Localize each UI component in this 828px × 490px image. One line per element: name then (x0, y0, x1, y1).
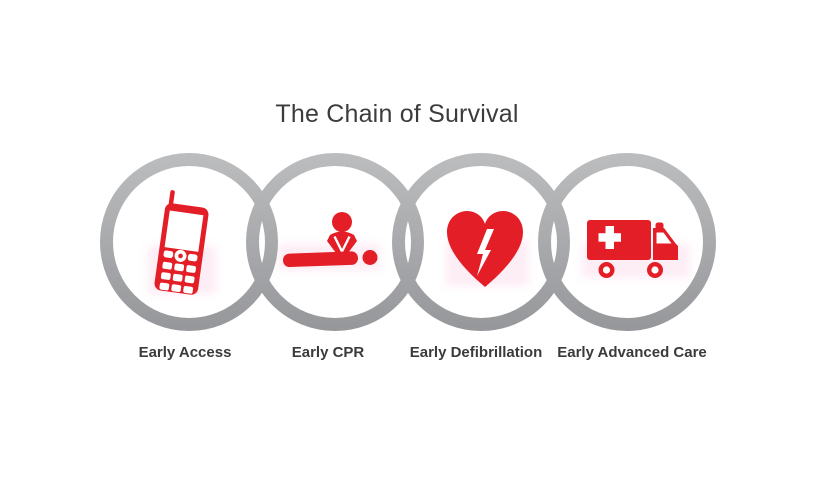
chain-ring-2 (246, 153, 424, 331)
link-label-early-access: Early Access (138, 344, 232, 361)
phone-screen (164, 210, 204, 252)
rescuer-arms (333, 235, 351, 255)
rescuer-head (332, 212, 352, 232)
phone-nav-dot (178, 253, 183, 259)
victim-head (362, 250, 378, 265)
cpr-icon (283, 212, 378, 268)
chain-ring-2-overlap (383, 173, 424, 232)
chain-ring-4 (538, 153, 716, 331)
chain-ring-3-overlap (529, 173, 570, 232)
chain-ring-3 (392, 153, 570, 331)
chain-ring-1 (100, 153, 278, 331)
chain-ring-1-overlap (237, 173, 278, 232)
phone-key (187, 253, 198, 262)
heart-defibrillation-icon (447, 211, 523, 287)
ambulance-beacon (655, 222, 664, 230)
ambulance-windshield (656, 232, 672, 244)
mobile-phone-icon (154, 190, 209, 295)
phone-keypad (159, 261, 196, 294)
chain-rings (100, 153, 716, 331)
link-label-early-advanced-care: Early Advanced Care (557, 344, 707, 361)
ambulance-icon (587, 220, 678, 278)
diagram-title: The Chain of Survival (275, 100, 519, 128)
phone-antenna (168, 190, 175, 207)
link-label-early-cpr: Early CPR (291, 344, 365, 361)
victim-body (283, 251, 358, 268)
ambulance-cross (598, 226, 621, 249)
phone-key (163, 250, 174, 259)
link-label-early-defibrillation: Early Defibrillation (409, 344, 543, 361)
lightning-bolt (477, 229, 494, 276)
